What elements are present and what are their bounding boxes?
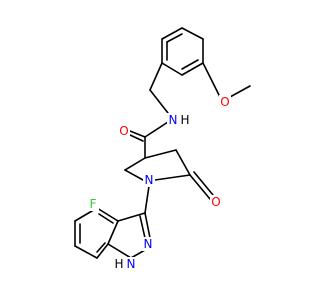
atom-oxygen-methoxy: O [219,95,231,109]
atom-label-nitrogen-amide: N [169,113,178,127]
bond-benz-inner-3 [98,213,114,224]
bond-n1-indazole [144,185,150,214]
bond-c3-n2-1 [144,212,151,239]
bond-ring-a-4 [181,62,204,76]
bond-ring-a-1 [161,27,183,40]
bond-ring-a-2 [181,27,204,40]
structure-diagram: O N H O N O [74,27,251,271]
bond-c3a-c3 [117,212,146,222]
atom-hydrogen-amide: H [179,113,191,127]
bond-c7-c7a [96,243,109,259]
atom-label-nitrogen-indazole: N [144,237,153,251]
atom-nitrogen-pyrrolidine: N [143,173,155,187]
bond-n1-c5 [154,174,191,181]
bond-ring-a-5 [161,62,183,76]
molecule-drawing: O N H O N O [74,27,251,271]
atom-label-oxygen-lactam: O [211,195,220,209]
bond-layer [74,27,251,259]
bond-c5-o-1 [189,174,211,200]
atom-nitrogen-indazole: N [142,237,154,251]
atom-label-hydrogen-amide: H [180,113,189,127]
bond-aryl-o [202,62,221,98]
atom-oxygen-lactam: O [210,195,222,209]
bond-c5-o-2 [193,171,214,196]
bond-c7a-c3a [107,220,119,245]
bond-n1-c7a [107,243,132,259]
bond-c4-c3 [144,149,177,159]
atom-nitrogen-amide: N [167,113,179,127]
atom-label-oxygen-amide: O [119,124,128,138]
bond-c3a-c4 [96,207,119,222]
atom-label-hydrogen-indazole: H [114,257,123,271]
bond-n-carbonyl [144,121,169,138]
bond-ring-ch2 [149,62,163,91]
bond-c5-c4 [175,149,191,176]
atom-nitrogen-indazole-nh: N [125,257,137,271]
atom-layer: O N H O N O [87,95,231,271]
bond-o-methyl [229,85,251,98]
atom-label-fluorine: F [90,197,97,211]
bond-carbonyl-o-2 [129,134,144,142]
bond-c2-n1 [124,169,144,181]
atom-hydrogen-indazole: H [113,257,125,271]
atom-fluorine: F [87,197,99,211]
bond-ring-a-inner-2 [181,59,199,70]
atom-label-nitrogen-pyrrolidine: N [145,173,154,187]
bond-ch2-n [149,89,169,114]
atom-label-nitrogen-indazole-nh: N [127,257,136,271]
bond-n2-n1 [130,249,146,259]
atom-label-oxygen-methoxy: O [220,95,229,109]
atom-oxygen-amide: O [118,124,130,138]
bond-c3-c2 [124,157,146,171]
bond-c6-c7 [74,245,98,259]
bond-ring-a-inner-1 [166,33,183,43]
bond-carbonyl-o-1 [129,130,146,138]
bond-c3-n2-2 [139,215,146,239]
bond-benz-inner-2 [96,242,106,253]
